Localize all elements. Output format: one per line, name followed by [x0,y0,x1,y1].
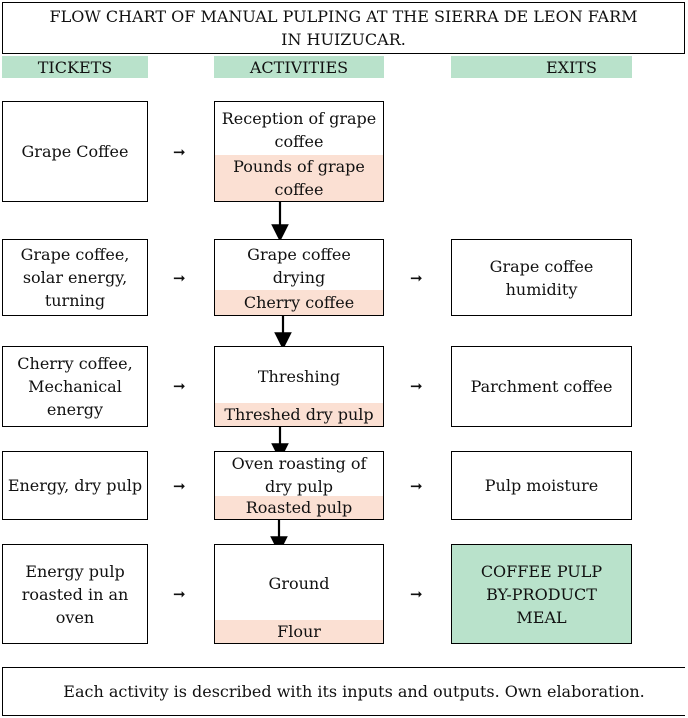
arrow-ticket-to-activity-5: ➞ [173,585,186,603]
activity-box-5: Ground Flour [214,544,384,644]
exit-box-3: Parchment coffee [451,346,632,427]
arrow-ticket-to-activity-1: ➞ [173,143,186,161]
activity-output-3: Threshed dry pulp [215,403,383,426]
activity-box-3: Threshing Threshed dry pulp [214,346,384,427]
ticket-box-5: Energy pulp roasted in an oven [2,544,148,644]
ticket-box-2: Grape coffee, solar energy, turning [2,239,148,316]
header-tickets: TICKETS [2,56,148,78]
footer-caption: Each activity is described with its inpu… [2,667,685,716]
header-activities: ACTIVITIES [214,56,384,78]
activity-box-4: Oven roasting of dry pulp Roasted pulp [214,451,384,520]
ticket-box-3: Cherry coffee, Mechanical energy [2,346,148,427]
activity-output-2: Cherry coffee [215,290,383,315]
chart-title: FLOW CHART OF MANUAL PULPING AT THE SIER… [2,2,685,54]
arrow-ticket-to-activity-4: ➞ [173,477,186,495]
arrow-ticket-to-activity-3: ➞ [173,377,186,395]
activity-label-2: Grape coffee drying [247,245,351,287]
header-exits: EXITS [451,56,632,78]
arrow-activity-to-exit-2: ➞ [410,269,423,287]
activity-output-4: Roasted pulp [215,496,383,519]
exit-box-2: Grape coffee humidity [451,239,632,316]
exit-box-5-final-product: COFFEE PULP BY-PRODUCT MEAL [451,544,632,644]
activity-label-5: Ground [268,574,330,593]
activity-label-1: Reception of grape coffee [221,108,377,151]
activity-label-3: Threshing [257,366,341,386]
arrow-activity-to-exit-5: ➞ [410,585,423,603]
activity-box-1: Reception of grape coffee Pounds of grap… [214,101,384,202]
ticket-box-1: Grape Coffee [2,101,148,202]
arrow-ticket-to-activity-2: ➞ [173,269,186,287]
activity-output-5: Flour [215,620,383,643]
activity-output-1: Pounds of grape coffee [215,155,383,201]
ticket-box-4: Energy, dry pulp [2,451,148,520]
activity-box-2: Grape coffee drying Cherry coffee [214,239,384,316]
exit-box-4: Pulp moisture [451,451,632,520]
arrow-activity-to-exit-4: ➞ [410,477,423,495]
arrow-activity-to-exit-3: ➞ [410,377,423,395]
activity-label-4: Oven roasting of dry pulp [231,454,367,496]
